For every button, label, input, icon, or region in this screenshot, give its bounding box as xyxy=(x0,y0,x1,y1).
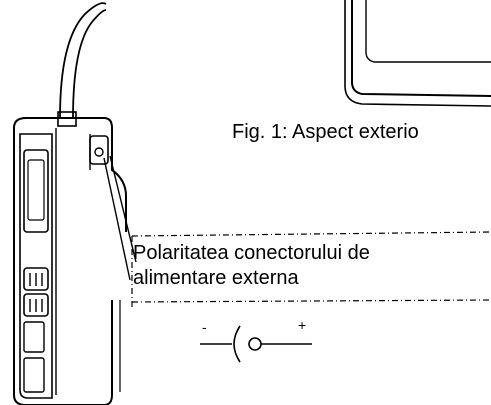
polarity-note-line-1: Polaritatea conectorului de xyxy=(133,242,370,264)
probe-cable xyxy=(57,2,107,127)
callout-box xyxy=(131,231,491,310)
figure-caption: Fig. 1: Aspect exterio xyxy=(232,121,419,143)
polarity-minus-label: - xyxy=(202,319,207,335)
device-front-view-fragment xyxy=(344,0,491,107)
polarity-plus-label: + xyxy=(298,317,307,333)
polarity-symbol xyxy=(200,325,312,363)
polarity-note: Polaritatea conectorului de alimentare e… xyxy=(133,241,473,291)
polarity-note-line-2: alimentare externa xyxy=(133,267,299,289)
handheld-side-view xyxy=(13,117,137,405)
